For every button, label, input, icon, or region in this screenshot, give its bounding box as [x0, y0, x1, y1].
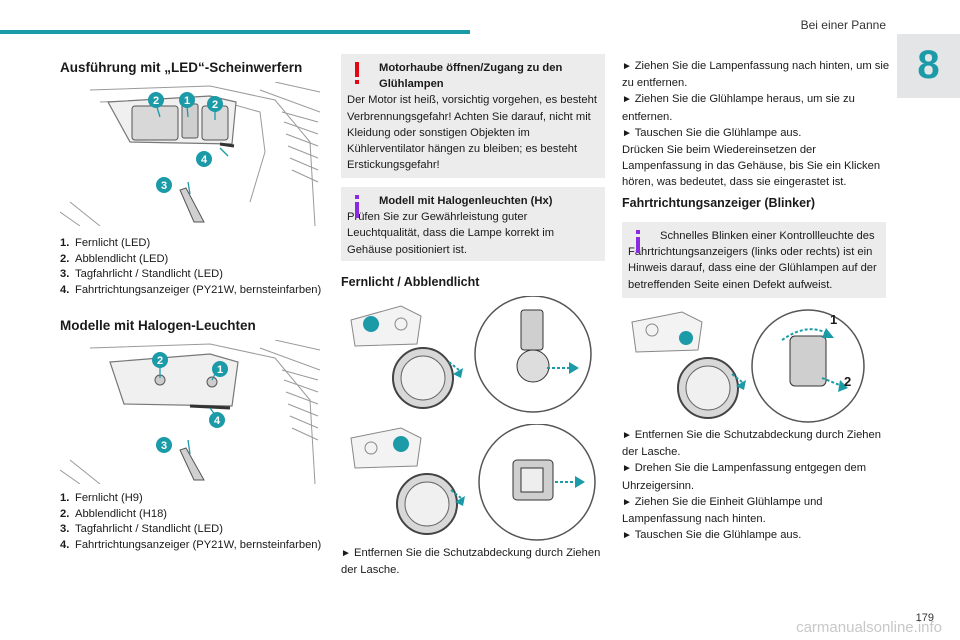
main-beam-illustration-2 — [350, 424, 596, 541]
led-bulb-list: 1.Fernlicht (LED) 2.Abblendlicht (LED) 3… — [60, 236, 330, 298]
svg-text:3: 3 — [161, 440, 167, 452]
halogen-section-title: Modelle mit Halogen-Leuchten — [60, 318, 256, 333]
info-icon — [355, 195, 359, 218]
chapter-tab: 8 — [897, 34, 960, 98]
arrow-right-icon: ► — [622, 94, 635, 106]
arrow-right-icon: ► — [622, 496, 635, 508]
callout-2-right: 2 — [207, 96, 223, 112]
list-item: 3.Tagfahrlicht / Standlicht (LED) — [60, 268, 223, 281]
info-box: Modell mit Halogenleuchten (Hx) Prüfen S… — [341, 187, 605, 261]
step-item: ► Drehen Sie die Lampenfassung entgegen … — [622, 462, 867, 492]
led-section-title: Ausführung mit „LED“-Scheinwerfern — [60, 60, 303, 75]
step-item: ► Entfernen Sie die Schutzabdeckung durc… — [622, 429, 881, 459]
callout-3: 3 — [156, 177, 172, 193]
callout-2-left: 2 — [148, 92, 164, 108]
list-item: 2.Abblendlicht (LED) — [60, 252, 169, 265]
list-item: 4.Fahrtrichtungsanzeiger (PY21W, bernste… — [60, 283, 322, 296]
running-header: Bei einer Panne — [800, 18, 886, 32]
bulb-steps-top: ► Ziehen Sie die Lampenfassung nach hint… — [622, 58, 892, 191]
svg-text:1: 1 — [184, 95, 190, 107]
reinsert-note: Drücken Sie beim Wiedereinsetzen der Lam… — [622, 144, 881, 189]
callout-1: 1 — [179, 92, 195, 108]
svg-text:4: 4 — [214, 415, 221, 427]
arrow-right-icon: ► — [622, 430, 635, 441]
header-accent-bar — [0, 30, 470, 34]
indicator-section-title: Fahrtrichtungsanzeiger (Blinker) — [622, 196, 816, 210]
list-item: 1.Fernlicht (H9) — [60, 492, 143, 504]
svg-text:2: 2 — [212, 99, 218, 111]
callout-4: 4 — [196, 151, 212, 167]
bulb-steps-bottom: ► Entfernen Sie die Schutzabdeckung durc… — [622, 427, 892, 544]
chapter-number: 8 — [917, 43, 940, 87]
arrow-right-icon: ► — [622, 530, 635, 542]
info-icon — [636, 230, 640, 253]
indicator-info-text: Schnelles Blinken einer Kontrollleuchte … — [628, 230, 877, 291]
list-item: 4.Fahrtrichtungsanzeiger (PY21W, bernste… — [60, 538, 322, 551]
arrow-right-icon: ► — [622, 127, 635, 139]
figure-label-1: 1 — [830, 312, 837, 327]
step-item: ► Tauschen Sie die Glühlampe aus. — [622, 126, 802, 139]
arrow-right-icon: ► — [622, 61, 635, 72]
info-heading: Modell mit Halogenleuchten (Hx) — [379, 195, 553, 207]
watermark: carmanualsonline.info — [796, 619, 942, 636]
halogen-headlamp-illustration: 2 1 4 3 — [60, 340, 320, 484]
figure-label-2: 2 — [844, 374, 851, 389]
list-item: 1.Fernlicht (LED) — [60, 237, 151, 249]
svg-text:1: 1 — [217, 364, 223, 376]
svg-text:3: 3 — [161, 180, 167, 192]
callout-3: 3 — [156, 437, 172, 453]
warning-box: Motorhaube öffnen/Zugang zu den Glühlamp… — [341, 54, 605, 178]
halogen-bulb-list: 1.Fernlicht (H9) 2.Abblendlicht (H18) 3.… — [60, 491, 330, 553]
warning-heading: Motorhaube öffnen/Zugang zu den Glühlamp… — [379, 62, 563, 91]
svg-text:2: 2 — [153, 95, 159, 107]
svg-text:4: 4 — [201, 154, 208, 166]
warning-text: Der Motor ist heiß, vorsichtig vorgehen,… — [347, 94, 597, 172]
callout-1: 1 — [212, 361, 228, 377]
main-beam-step: ► Entfernen Sie die Schutzabdeckung durc… — [341, 547, 601, 577]
step-item: ► Ziehen Sie die Glühlampe heraus, um si… — [622, 93, 855, 123]
arrow-right-icon: ► — [622, 463, 635, 475]
list-item: 2.Abblendlicht (H18) — [60, 507, 168, 520]
step-item: ► Tauschen Sie die Glühlampe aus. — [622, 529, 802, 542]
list-item: 3.Tagfahrlicht / Standlicht (LED) — [60, 523, 223, 536]
arrow-right-icon: ► — [341, 548, 351, 559]
warning-exclamation-icon — [355, 62, 359, 84]
indicator-illustration: 1 2 — [631, 309, 865, 423]
page-number: 179 — [915, 612, 934, 624]
callout-4: 4 — [209, 412, 225, 428]
step-item: ► Ziehen Sie die Lampenfassung nach hint… — [622, 60, 890, 90]
led-headlamp-illustration: 2 1 2 4 3 — [60, 82, 320, 226]
info-text: Prüfen Sie zur Gewährleistung guter Leuc… — [347, 211, 555, 256]
indicator-info-box: Schnelles Blinken einer Kontrollleuchte … — [622, 222, 886, 298]
main-beam-title: Fernlicht / Abblendlicht — [341, 275, 480, 289]
step-item: ► Ziehen Sie die Einheit Glühlampe und L… — [622, 495, 823, 526]
svg-text:2: 2 — [157, 355, 163, 367]
callout-2: 2 — [152, 352, 168, 368]
main-beam-illustration-1 — [350, 296, 592, 413]
